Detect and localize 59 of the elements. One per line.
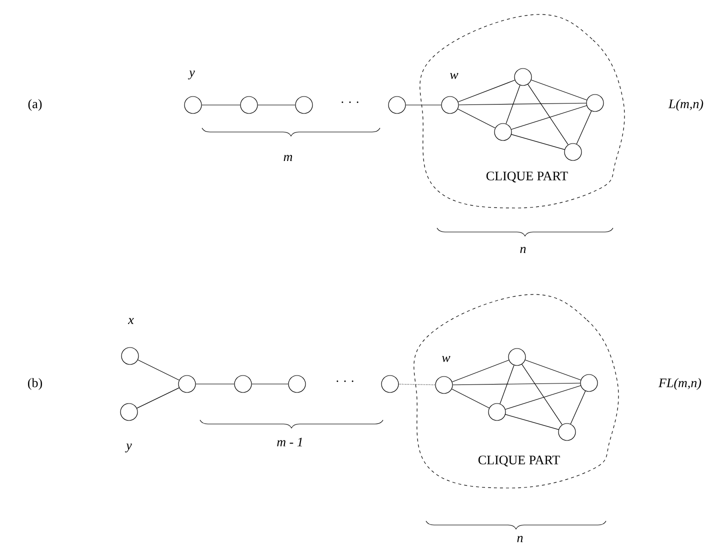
vertex-circle: [564, 143, 582, 161]
label: m: [284, 154, 292, 162]
edge-line: [398, 384, 436, 386]
vertex-circle: [488, 403, 506, 421]
vertex-circle: [288, 375, 306, 393]
edge-line: [511, 134, 565, 150]
vertex-circle: [586, 94, 604, 112]
label: n: [520, 246, 526, 254]
vertex-label: x: [128, 318, 134, 324]
vertex-label: y: [188, 70, 195, 80]
vertex-circle: [494, 123, 512, 141]
label: m - 1: [277, 438, 302, 446]
vertex-circle: [441, 96, 459, 114]
edge-line: [136, 388, 180, 408]
edge-line: [458, 80, 516, 102]
edge-line: [406, 104, 442, 106]
label: L(m,n): [668, 99, 704, 111]
label: (b): [28, 378, 42, 390]
label: · · ·: [342, 101, 358, 103]
vertex-circle: [388, 96, 406, 114]
edge-line: [576, 110, 592, 144]
label: n: [517, 536, 523, 542]
edge-line: [505, 385, 581, 410]
edge-line: [458, 108, 496, 128]
vertex-label: y: [125, 444, 132, 452]
edge-line: [522, 364, 562, 425]
label: FL(m,n): [658, 378, 702, 390]
label: · · ·: [336, 380, 354, 382]
label: (a): [28, 99, 42, 111]
vertex-circle: [234, 375, 252, 393]
edge-line: [524, 360, 582, 380]
edge-line: [452, 382, 580, 386]
edge-line: [570, 390, 586, 424]
vertex-circle: [514, 68, 532, 86]
edge-line: [505, 414, 559, 430]
edge-line: [511, 105, 587, 130]
vertex-circle: [184, 96, 202, 114]
vertex-circle: [240, 96, 258, 114]
edge-line: [452, 388, 490, 408]
edge-line: [138, 360, 180, 380]
vertex-circle: [580, 374, 598, 392]
vertex-circle: [121, 347, 139, 365]
vertex-circle: [178, 375, 196, 393]
edge-line: [258, 104, 296, 106]
edge-line: [500, 364, 514, 404]
vertex-label: w: [442, 356, 450, 362]
vertex-label: w: [450, 72, 458, 80]
vertex-circle: [435, 376, 453, 394]
edge-line: [530, 80, 588, 100]
vertex-circle: [295, 96, 313, 114]
edge-line: [528, 84, 568, 145]
vertex-circle: [508, 348, 526, 366]
vertex-circle: [381, 375, 399, 393]
vertex-circle: [558, 423, 576, 441]
vertex-circle: [120, 403, 138, 421]
edge-line: [202, 104, 240, 106]
edge-line: [506, 84, 520, 124]
edge-line: [458, 102, 586, 106]
edge-line: [452, 360, 510, 382]
